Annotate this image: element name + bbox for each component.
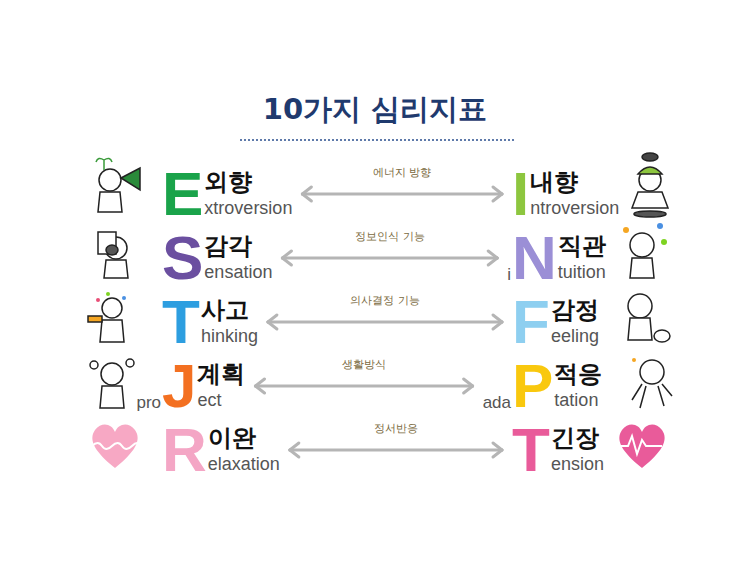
- term-node: E외향xtroversion: [162, 167, 292, 221]
- double-arrow: [282, 251, 497, 265]
- korean-term: 적응: [554, 359, 602, 389]
- initial-letter: T: [162, 295, 200, 349]
- connector-stroke: [493, 322, 502, 329]
- connector-stroke: [464, 379, 473, 386]
- term-words: 적응tation: [554, 359, 602, 411]
- double-arrow: [290, 443, 502, 457]
- initial-letter: R: [162, 423, 207, 477]
- connector-stroke: [268, 321, 502, 324]
- term-words: 감각ensation: [204, 231, 272, 283]
- edge-label: 에너지 방향: [370, 165, 435, 180]
- english-rest: elaxation: [208, 453, 280, 475]
- english-rest: eeling: [551, 325, 599, 347]
- heart-icon: [619, 424, 664, 468]
- term-node: iN직관tuition: [507, 231, 606, 285]
- connector-stroke: [493, 194, 502, 201]
- initial-letter: J: [162, 359, 196, 413]
- connector-stroke: [282, 257, 497, 260]
- term-node: T사고hinking: [162, 295, 258, 349]
- connector-stroke: [255, 379, 264, 386]
- connector-stroke: [282, 258, 291, 265]
- connector-stroke: [302, 187, 311, 194]
- edge-label: 생활방식: [339, 357, 389, 372]
- connector-stroke: [302, 194, 311, 201]
- english-rest: ntroversion: [530, 197, 619, 219]
- word-prefix: ada: [483, 393, 511, 413]
- connector-stroke: [255, 385, 472, 388]
- heart-pulse: [620, 436, 662, 454]
- connector-stroke: [493, 450, 502, 457]
- connector-stroke: [290, 450, 299, 457]
- initial-letter: P: [512, 359, 553, 413]
- korean-term: 이완: [208, 423, 280, 453]
- english-rest: xtroversion: [204, 197, 292, 219]
- korean-term: 계획: [197, 359, 245, 389]
- term-words: 직관tuition: [558, 231, 606, 283]
- connector-stroke: [290, 449, 502, 452]
- title: 10가지 심리지표: [0, 90, 750, 130]
- korean-term: 내향: [530, 167, 619, 197]
- initial-letter: S: [162, 231, 203, 285]
- connector-stroke: [290, 443, 299, 450]
- connector-stroke: [268, 322, 277, 329]
- double-arrow: [302, 187, 502, 201]
- connector-stroke: [268, 315, 277, 322]
- english-rest: ensation: [204, 261, 272, 283]
- edge-label: 정보인식 기능: [352, 229, 428, 244]
- connector-stroke: [493, 315, 502, 322]
- korean-term: 직관: [558, 231, 606, 261]
- connector-stroke: [488, 258, 497, 265]
- korean-term: 외향: [204, 167, 292, 197]
- term-node: R이완elaxation: [162, 423, 280, 477]
- term-words: 감정eeling: [551, 295, 599, 347]
- initial-letter: E: [162, 167, 203, 221]
- english-rest: hinking: [201, 325, 258, 347]
- initial-letter: N: [512, 231, 557, 285]
- initial-letter: I: [512, 167, 529, 221]
- double-arrow: [255, 379, 472, 393]
- term-words: 이완elaxation: [208, 423, 280, 475]
- connector-stroke: [302, 193, 502, 196]
- word-prefix: i: [507, 265, 511, 285]
- term-node: F감정eeling: [512, 295, 599, 349]
- term-node: proJ계획ect: [136, 359, 245, 413]
- term-node: T긴장ension: [512, 423, 604, 477]
- term-words: 내향ntroversion: [530, 167, 619, 219]
- term-words: 외향xtroversion: [204, 167, 292, 219]
- title-underline: [240, 139, 515, 141]
- edge-label: 정서반응: [371, 421, 421, 436]
- edge-label: 의사결정 기능: [347, 293, 423, 308]
- word-prefix: pro: [136, 393, 161, 413]
- connector-stroke: [464, 386, 473, 393]
- english-rest: ension: [551, 453, 604, 475]
- initial-letter: T: [512, 423, 550, 477]
- connector-stroke: [493, 443, 502, 450]
- connector-stroke: [488, 251, 497, 258]
- korean-term: 사고: [201, 295, 258, 325]
- term-node: I내향ntroversion: [512, 167, 619, 221]
- connector-stroke: [255, 386, 264, 393]
- english-rest: tuition: [558, 261, 606, 283]
- korean-term: 감각: [204, 231, 272, 261]
- korean-term: 긴장: [551, 423, 604, 453]
- english-rest: tation: [554, 389, 602, 411]
- connector-stroke: [282, 251, 291, 258]
- korean-term: 감정: [551, 295, 599, 325]
- term-words: 사고hinking: [201, 295, 258, 347]
- english-rest: ect: [197, 389, 245, 411]
- double-arrow: [268, 315, 502, 329]
- term-node: adaP적응tation: [483, 359, 603, 413]
- term-words: 긴장ension: [551, 423, 604, 475]
- initial-letter: F: [512, 295, 550, 349]
- heart-wave: [92, 443, 140, 449]
- term-words: 계획ect: [197, 359, 245, 411]
- term-node: S감각ensation: [162, 231, 272, 285]
- connector-stroke: [493, 187, 502, 194]
